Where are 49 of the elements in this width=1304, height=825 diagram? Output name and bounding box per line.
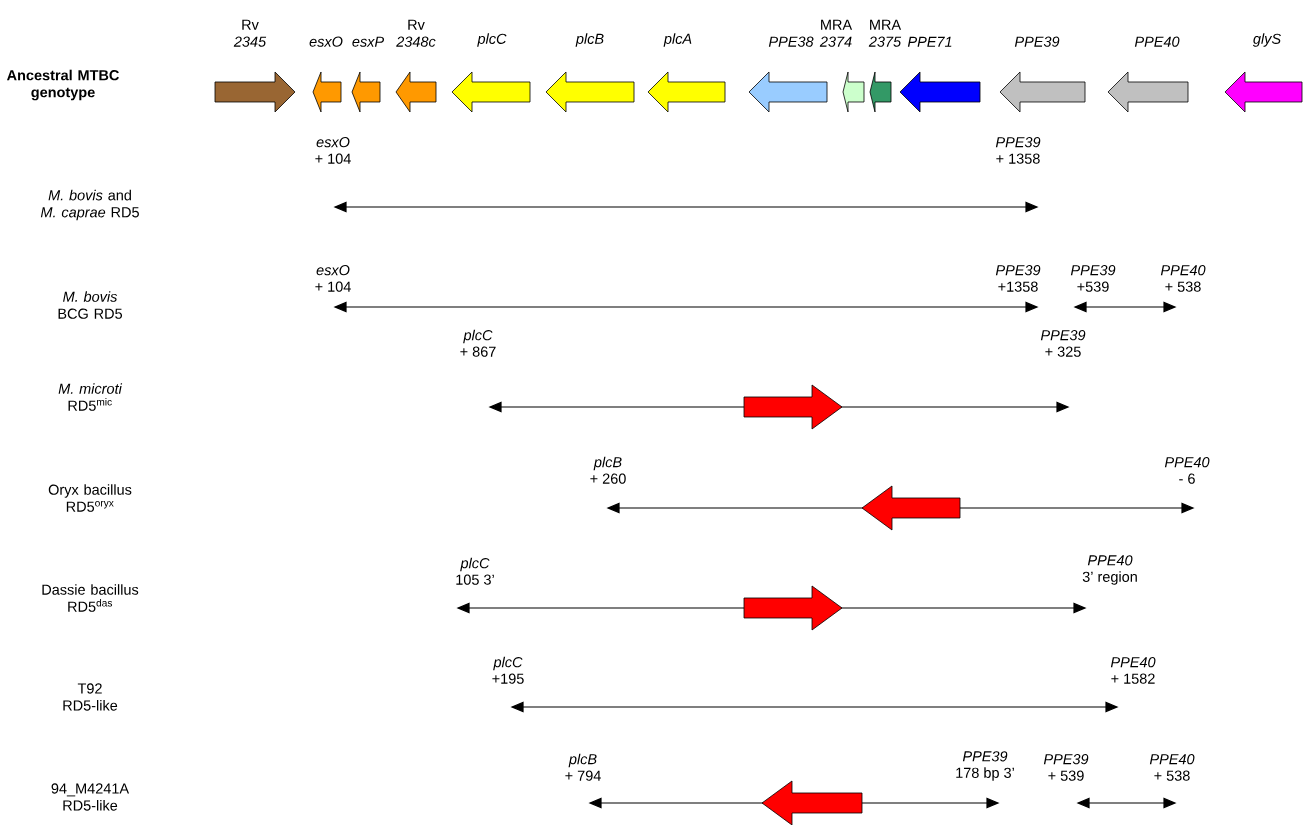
endpoint-label: PPE39 + 539 [1043,754,1089,781]
endpoint-label: PPE40 3’ region [1082,555,1137,585]
endpoint-label: PPE40 - 6 [1164,457,1210,484]
gene-label: MRA 2375 [868,19,902,47]
endpoint-label: PPE40 + 1582 [1110,657,1156,684]
gene-label: plcA [663,33,692,47]
endpoint-label: plcC +195 [492,656,524,684]
double-arrow [334,301,1038,313]
row-label: 94_M4241A RD5-like [51,783,130,811]
gene-label: MRA 2374 [819,19,853,47]
row-label: Ancestral MTBC genotype [6,69,119,101]
double-arrow [511,701,1118,713]
endpoint-label: esxO + 104 [315,137,351,164]
endpoint-label: plcB + 260 [590,456,626,484]
endpoint-label: PPE39 + 325 [1040,330,1086,357]
endpoint-label: plcC 105 3’ [456,557,494,585]
endpoint-label: PPE39 +539 [1070,265,1116,292]
endpoint-label: esxO + 104 [315,265,351,292]
gene-label: esxP [352,36,385,47]
row-label: M. bovis BCG RD5 [58,291,122,319]
double-arrow [489,384,1069,430]
double-arrow [589,780,999,825]
endpoint-label: PPE39 + 1358 [995,137,1041,164]
double-arrow [457,585,1086,631]
double-arrow [1077,797,1176,809]
double-arrow [1074,301,1176,313]
row-label: M. bovis and M. caprae RD5 [40,189,139,221]
gene-label: plcC [477,33,507,47]
gene-label: Rv 2345 [233,19,267,47]
double-arrow [607,485,1194,531]
gene-label: esxO [309,36,343,47]
row-label: M. microti RD5$^{mic}$ [58,383,123,411]
gene-label: PPE38 [768,36,814,47]
gene-label: Rv 2348c [396,19,436,47]
gene-label: PPE71 [907,36,952,47]
gene-label: glyS [1252,33,1281,47]
endpoint-label: PPE39 +1358 [995,265,1041,292]
gene-label: PPE39 [1014,36,1060,47]
endpoint-label: PPE39 178 bp 3’ [956,751,1014,781]
gene-label: PPE40 [1134,36,1180,47]
gene-label: plcB [575,33,604,47]
endpoint-label: PPE40 + 538 [1160,265,1206,292]
row-label: T92 RD5-like [63,683,118,711]
endpoint-label: plcB + 794 [565,753,601,781]
row-label: Dassie bacillus RD5$^{das}$ [42,584,139,612]
endpoint-label: PPE40 + 538 [1149,754,1195,781]
row-label: Oryx bacillus RD5$^{oryx}$ [48,484,132,512]
endpoint-label: plcC + 867 [460,329,496,357]
double-arrow [334,201,1038,213]
